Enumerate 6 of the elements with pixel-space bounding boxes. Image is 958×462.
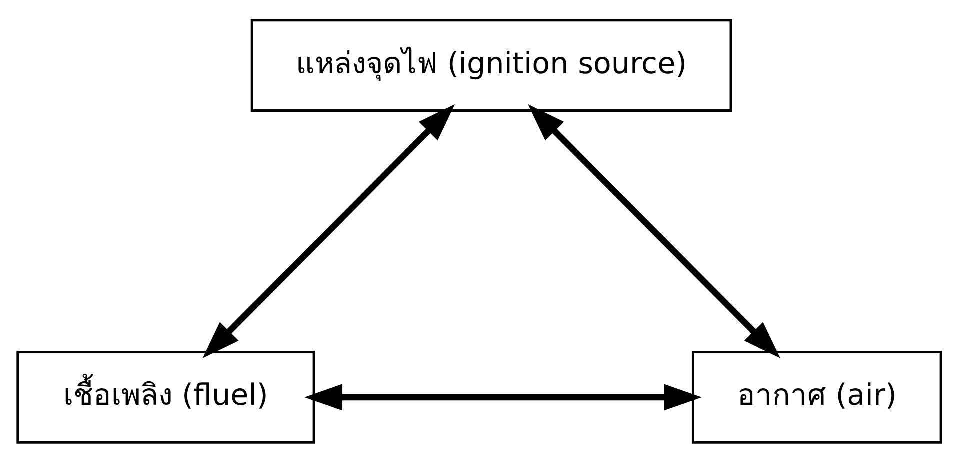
arrow [528,104,780,358]
node-box: แหล่งจุดไฟ (ignition source) [250,18,732,112]
node-box: อากาศ (air) [691,350,942,444]
arrow [304,384,702,410]
node-box: เชื้อเพลิง (fluel) [16,350,315,444]
arrow [202,104,455,358]
